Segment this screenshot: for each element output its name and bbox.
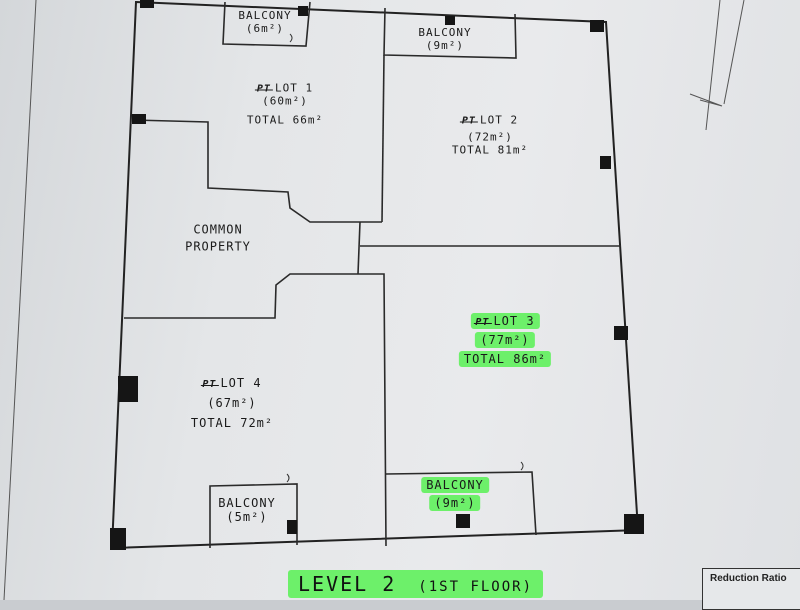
lot-name: LOT 1: [274, 81, 314, 95]
balcony-area: (9m²): [429, 495, 481, 511]
level-title: LEVEL 2 (1ST FLOOR): [288, 570, 544, 598]
balcony-area: (9m²): [425, 39, 465, 52]
outer-wall: [110, 0, 640, 550]
common-line2: PROPERTY: [185, 239, 251, 254]
column: [110, 528, 126, 550]
column: [456, 514, 470, 528]
lot-name: LOT 3: [493, 314, 535, 328]
lot-prefix: PT: [473, 317, 492, 328]
lot-area: (72m²): [467, 130, 513, 144]
lot-prefix: PT: [200, 379, 219, 390]
balcony-name: BALCONY: [421, 477, 489, 493]
lot-area: (77m²): [475, 332, 535, 348]
column: [118, 376, 138, 402]
column: [287, 520, 297, 534]
columns: [110, 0, 644, 550]
balcony-name: BALCONY: [218, 496, 276, 510]
column: [590, 20, 604, 32]
lot-total: TOTAL 86m²: [458, 351, 552, 367]
balcony-name: BALCONY: [238, 9, 292, 22]
lot-total: TOTAL 72m²: [190, 416, 274, 430]
lot-total: TOTAL 66m²: [246, 113, 324, 127]
balcony-area: (6m²): [245, 22, 285, 35]
common-property-label: COMMON PROPERTY: [185, 223, 251, 254]
lot-area: (67m²): [207, 396, 257, 410]
level-subtitle: (1ST FLOOR): [418, 579, 534, 595]
column: [614, 326, 628, 340]
wall-markers: [286, 33, 524, 483]
common-line1: COMMON: [193, 222, 243, 237]
lot-prefix: PT: [254, 83, 274, 95]
column: [600, 156, 611, 169]
reduction-ratio-label: Reduction Ratio: [710, 573, 787, 584]
lot-area: (60m²): [262, 94, 308, 108]
column: [298, 6, 308, 16]
level-name: LEVEL 2: [298, 572, 397, 596]
balcony-name: BALCONY: [418, 26, 472, 39]
interior-walls: [124, 1, 621, 548]
balcony-lot2-label: BALCONY (9m²): [418, 26, 471, 52]
balcony-area: (5m²): [226, 510, 268, 524]
lot-prefix: PT: [459, 115, 479, 127]
lot-name: LOT 4: [220, 376, 262, 390]
column: [624, 514, 644, 534]
edge-linework: [3, 0, 745, 600]
column: [132, 114, 146, 124]
balcony-lot4-label: BALCONY (5m²): [218, 496, 276, 524]
balcony-lot3-label: BALCONY (9m²): [421, 477, 489, 511]
column: [445, 16, 455, 25]
lot-total: TOTAL 81m²: [451, 143, 529, 157]
lot-name: LOT 2: [479, 113, 519, 127]
column: [140, 0, 154, 8]
balcony-lot1-label: BALCONY (6m²): [238, 9, 291, 35]
